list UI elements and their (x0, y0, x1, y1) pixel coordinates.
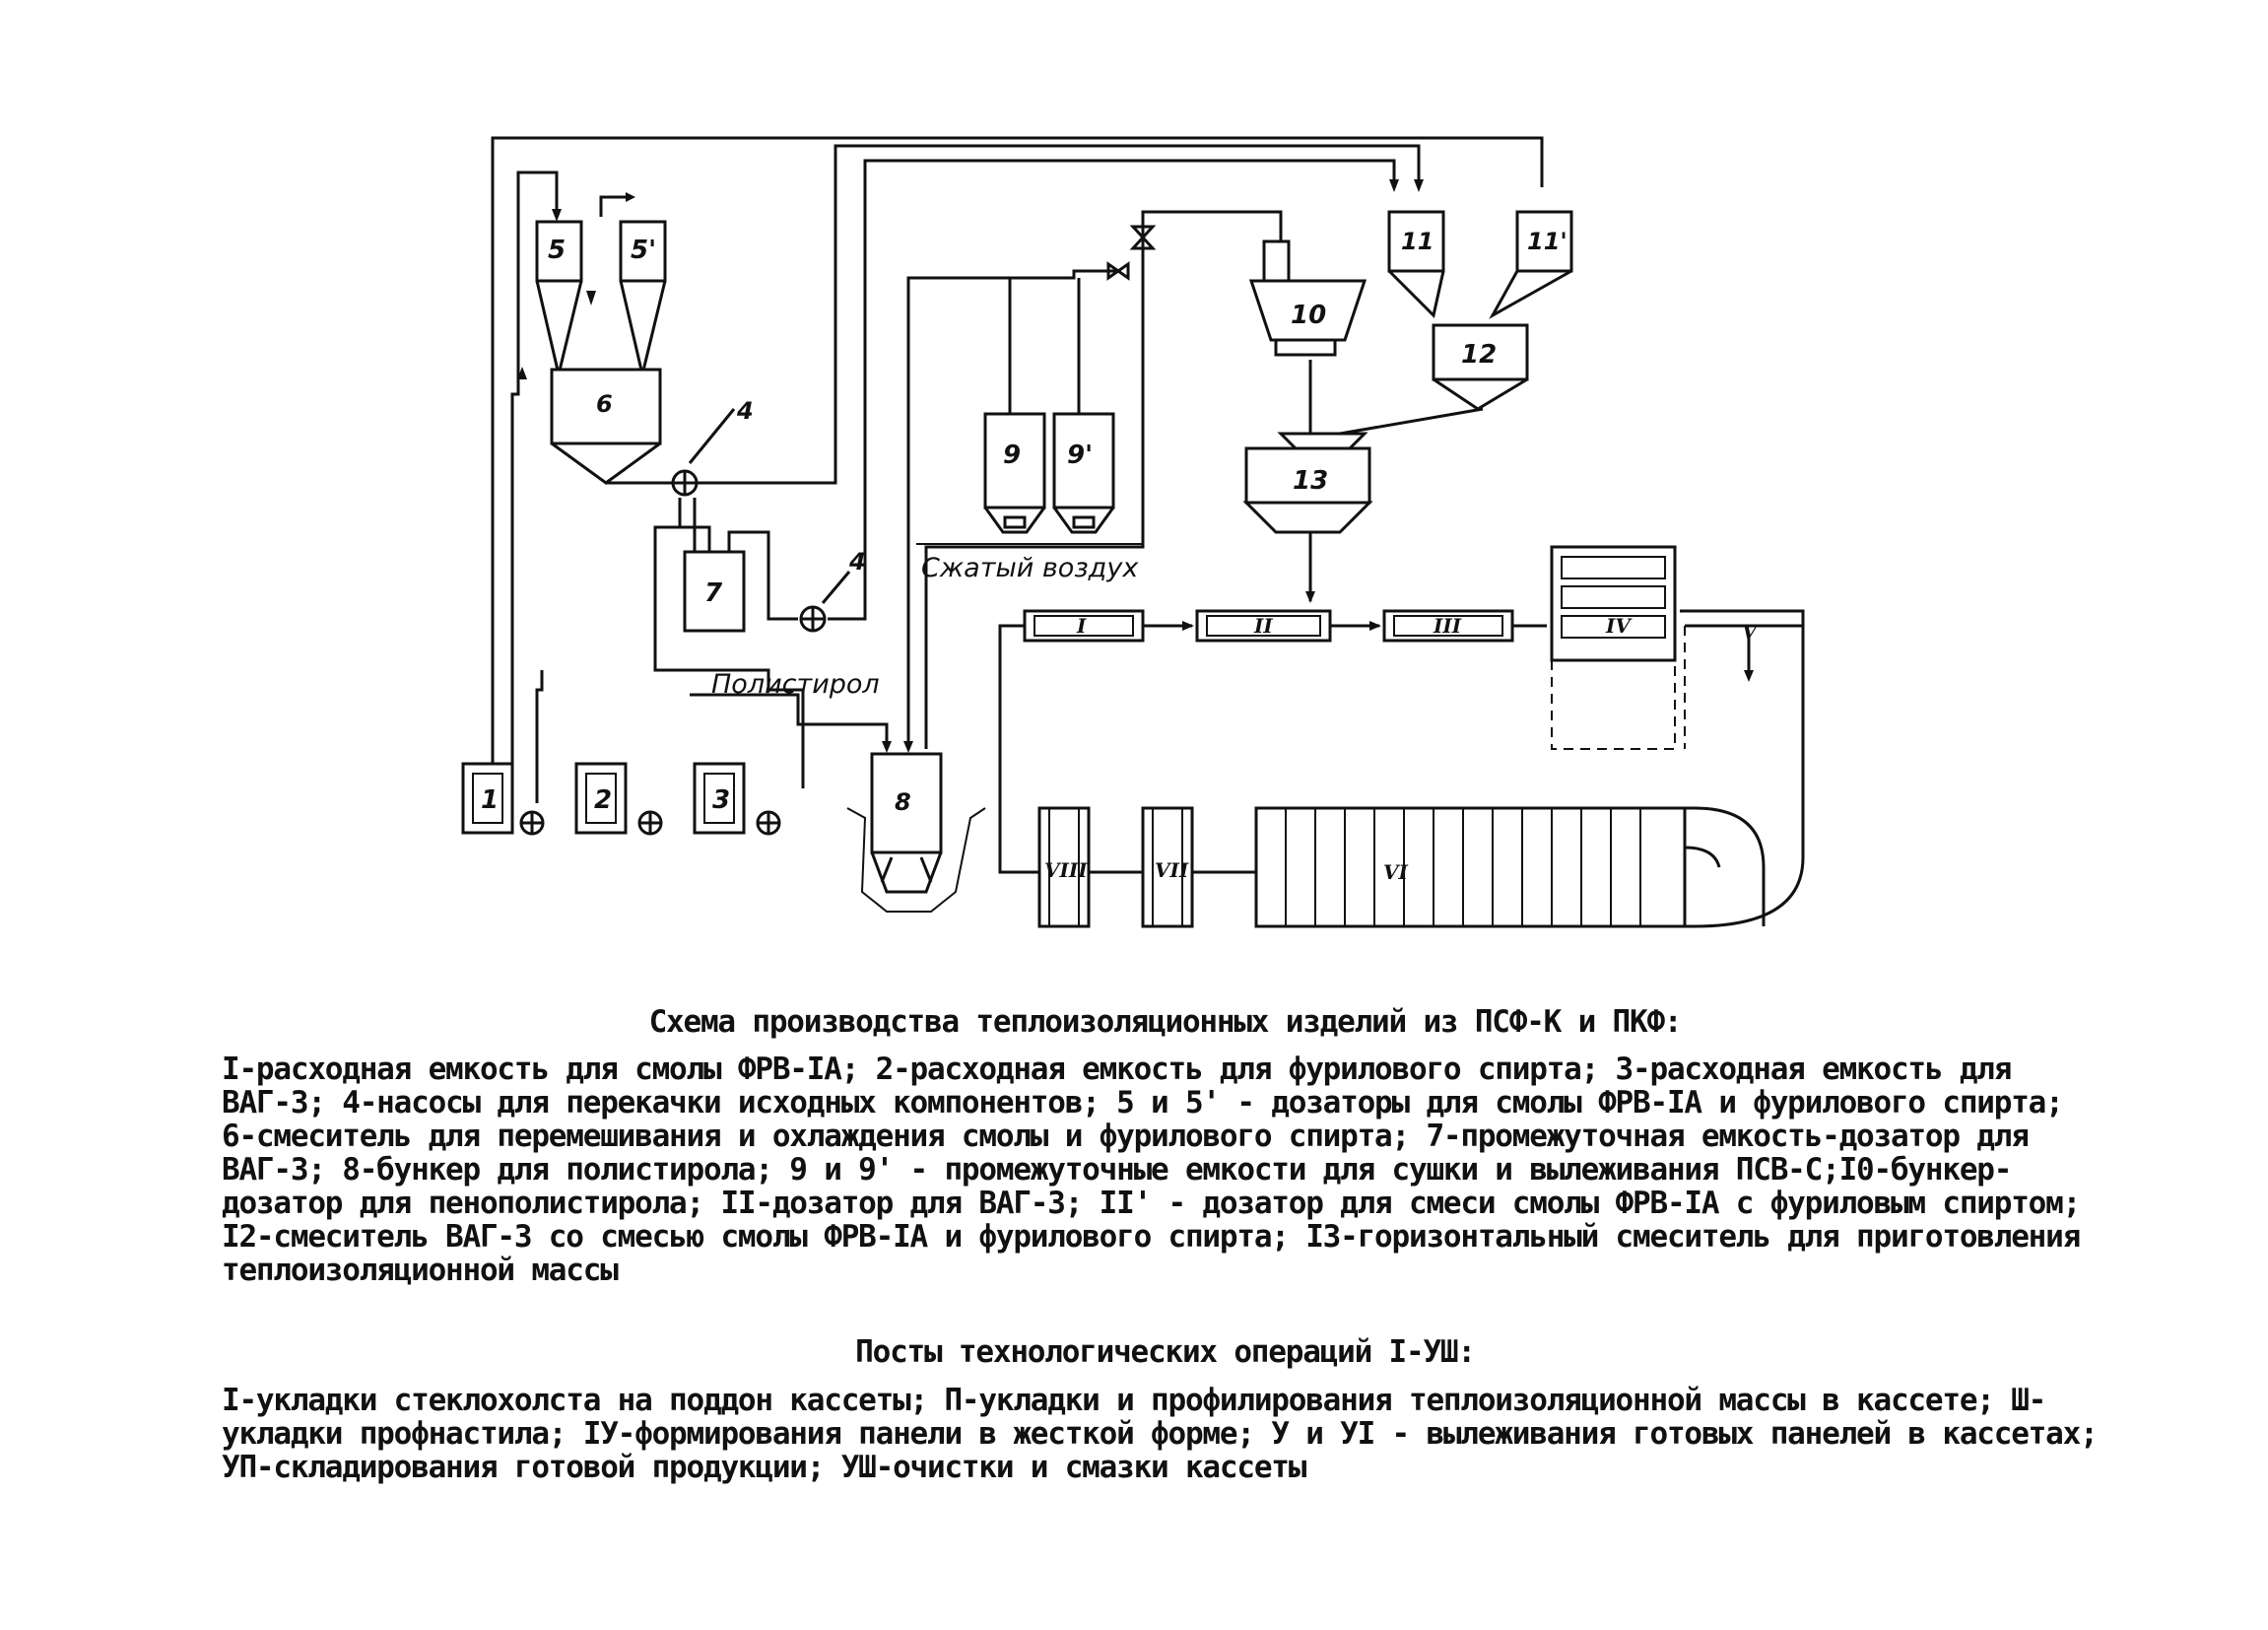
mixer-12: 12 (1432, 323, 1529, 411)
pump-icon (519, 810, 781, 836)
doser-5p-label: 5' (631, 236, 656, 265)
post-II-label: II (1253, 614, 1273, 638)
post-VIII: VIII (1037, 806, 1091, 928)
post-IV: IV (1550, 545, 1677, 750)
mixer-6-label: 6 (596, 390, 613, 418)
post-VI-label: VI (1383, 860, 1409, 884)
post-II: II (1195, 609, 1332, 643)
post-V-label: V (1742, 620, 1760, 644)
doser-5-label: 5 (548, 236, 566, 265)
vessel-9p: 9' (1052, 412, 1115, 534)
post-VIII-label: VIII (1044, 858, 1088, 882)
legend-text: I-расходная емкость для смолы ФРВ-IА; 2-… (222, 1052, 2081, 1288)
transfer-curve (1684, 806, 1805, 928)
tank-2: 2 (574, 762, 628, 835)
hopper-10: 10 (1248, 239, 1367, 357)
mixer-13-label: 13 (1293, 466, 1328, 496)
hopper-8: 8 (846, 752, 986, 913)
process-flow-diagram: 1 2 3 5 5' 6 4 (461, 136, 1805, 928)
tank-2-label: 2 (594, 785, 612, 815)
pump-4a-label: 4 (736, 397, 754, 425)
post-III: III (1382, 609, 1514, 643)
doser-11p: 11' (1489, 210, 1573, 319)
diagram-title: Схема производства теплоизоляционных изд… (648, 1004, 1683, 1040)
doser-11: 11 (1387, 210, 1445, 318)
pump-4a: 4 (671, 397, 754, 497)
pump-4b-label: 4 (848, 548, 866, 576)
post-I-label: I (1076, 614, 1087, 638)
valve-icon (1106, 225, 1157, 281)
doser-5: 5 (535, 220, 583, 375)
polystyrene-note: Полистирол (711, 669, 880, 700)
vessel-7: 7 (683, 550, 746, 633)
posts-title: Посты технологических операций I-УШ: (855, 1334, 1476, 1370)
post-V: V (1680, 609, 1805, 857)
post-VII-label: VII (1155, 858, 1189, 882)
tank-3: 3 (693, 762, 746, 835)
vessel-9: 9 (983, 412, 1046, 534)
mixer-6: 6 (550, 368, 662, 485)
pump-4b: 4 (799, 548, 866, 633)
tank-1: 1 (461, 762, 514, 835)
hopper-10-label: 10 (1291, 301, 1326, 330)
doser-11-label: 11 (1401, 228, 1434, 255)
post-III-label: III (1433, 614, 1462, 638)
mixer-13: 13 (1242, 432, 1373, 534)
vessel-9p-label: 9' (1067, 441, 1093, 470)
compressed-air-note: Сжатый воздух (921, 553, 1139, 583)
tank-3-label: 3 (712, 785, 730, 815)
pipelines (491, 136, 1547, 874)
hopper-8-label: 8 (895, 788, 911, 816)
vessel-7-label: 7 (704, 578, 723, 608)
mixer-12-label: 12 (1461, 340, 1497, 370)
posts-text: I-укладки стеклохолста на поддон кассеты… (222, 1383, 2099, 1485)
vessel-9-label: 9 (1003, 441, 1021, 470)
post-VI: VI (1254, 806, 1687, 928)
doser-11p-label: 11' (1527, 228, 1568, 255)
post-I: I (1023, 609, 1145, 643)
doser-5p: 5' (619, 220, 667, 375)
tank-1-label: 1 (481, 785, 499, 815)
post-IV-label: IV (1605, 614, 1633, 638)
post-VII: VII (1141, 806, 1194, 928)
